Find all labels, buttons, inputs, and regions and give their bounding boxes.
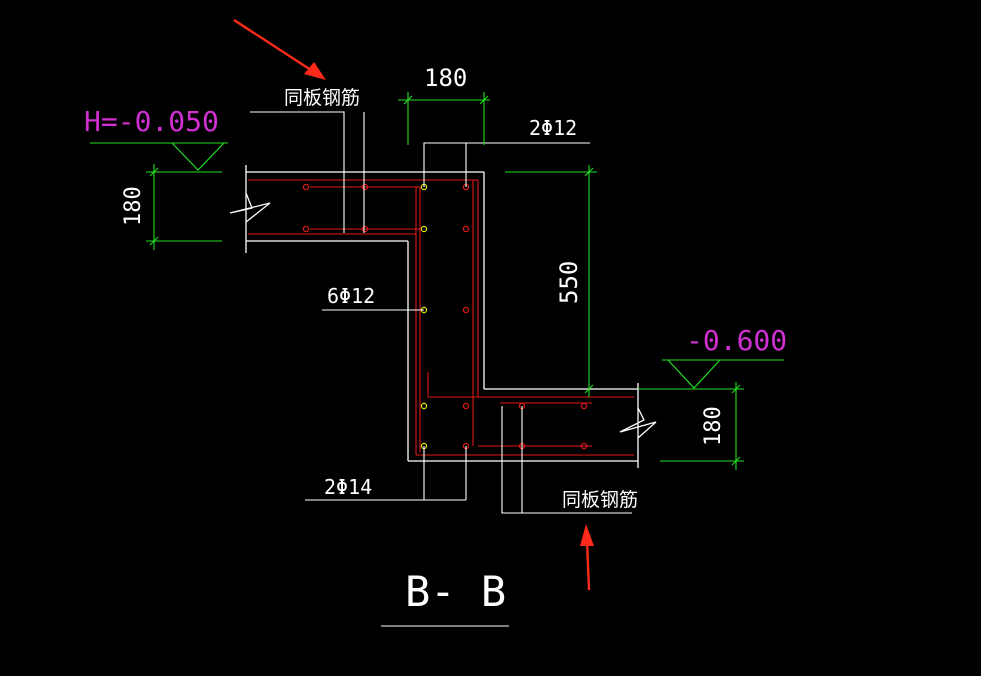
top-width-dimension: 180 — [424, 64, 467, 92]
arrow-icon — [233, 18, 594, 591]
section-title: B- B — [405, 567, 506, 616]
bottom-elevation: -0.600 — [686, 324, 787, 357]
elevation-triangle-icon — [171, 142, 721, 389]
section-outline — [245, 165, 639, 468]
dimension-lines — [90, 92, 784, 470]
right-thickness-dimension: 180 — [701, 406, 726, 446]
rebar-lines — [248, 179, 634, 456]
top-elevation: H=-0.050 — [84, 105, 219, 138]
step-height-dimension: 550 — [555, 261, 583, 304]
break-line-icon — [229, 192, 657, 439]
rebar-dots — [302, 183, 588, 450]
top-bar-label: 2Φ12 — [529, 116, 577, 140]
side-bars-label: 6Φ12 — [327, 284, 375, 308]
left-thickness-dimension: 180 — [121, 186, 146, 226]
top-rebar-note: 同板钢筋 — [284, 87, 360, 109]
leader-lines — [250, 111, 632, 627]
bottom-rebar-note: 同板钢筋 — [562, 489, 638, 511]
bottom-bar-label: 2Φ14 — [324, 475, 372, 499]
